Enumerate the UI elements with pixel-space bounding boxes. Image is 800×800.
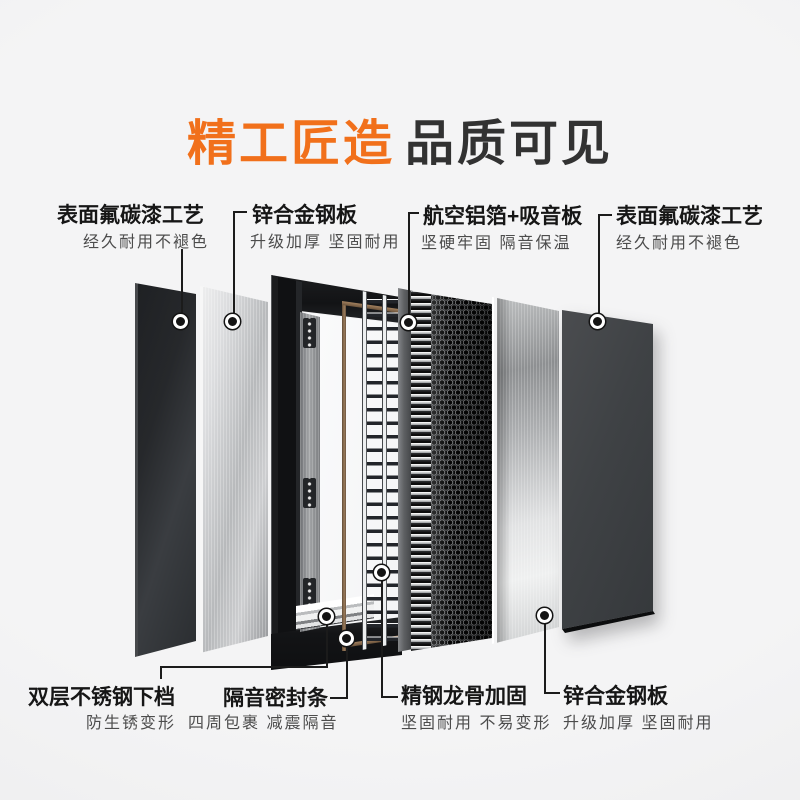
door-frame-left-bar [271,275,302,670]
callout-title: 精钢龙骨加固 [401,685,527,708]
page-title: 精工匠造品质可见 [0,104,800,175]
sound-seal-strip-left [342,302,346,651]
honeycomb-acoustic-panel [411,291,492,651]
callout-line [160,666,162,679]
zinc-alloy-steel-panel-left [200,286,268,653]
callout-dot [173,314,188,329]
callout-line [544,692,560,694]
callout-subtitle: 经久耐用不褪色 [616,235,743,252]
hinge-strip [300,312,320,632]
hinge-icon [303,578,316,608]
callout-line [381,578,383,698]
callout-line [346,645,348,699]
panel-face [562,310,653,629]
fluorocarbon-panel-right [557,308,656,633]
honeycomb-cells [431,291,492,651]
steel-keel-grid [362,291,404,650]
callout-subtitle: 坚硬牢固 隔音保温 [421,235,572,252]
callout-line [326,622,328,668]
callout-title: 表面氟碳漆工艺 [57,204,204,227]
callout-subtitle: 防生锈变形 [86,715,177,732]
honeycomb-cut-edge [411,291,433,651]
callout-title: 双层不锈钢下档 [28,686,175,709]
callout-title: 锌合金钢板 [252,204,357,227]
fluorocarbon-panel-left [135,283,196,657]
callout-line [408,212,410,317]
callout-title: 航空铝箔+吸音板 [423,205,583,228]
callout-line [181,249,183,317]
callout-line [381,696,398,698]
page-title-highlight: 精工匠造 [186,117,395,171]
callout-title: 隔音密封条 [223,687,328,710]
callout-dot [225,314,240,329]
callout-dot [537,608,552,623]
callout-line [408,212,419,214]
callout-dot [590,314,605,329]
callout-subtitle: 经久耐用不褪色 [83,234,210,251]
aluminum-foil-layer [398,288,413,652]
callout-dot [339,631,354,646]
zinc-alloy-steel-panel-right [492,297,559,644]
callout-dot [319,609,334,624]
callout-dot [401,315,416,330]
callout-line [598,214,612,216]
callout-title: 锌合金钢板 [563,685,668,708]
callout-line [330,697,348,699]
callout-subtitle: 升级加厚 坚固耐用 [563,715,714,732]
callout-title: 表面氟碳漆工艺 [616,205,763,228]
callout-line [233,211,247,213]
callout-dot [374,565,389,580]
callout-line [233,211,235,316]
page-title-rest: 品质可见 [405,117,614,171]
hinge-icon [303,478,316,508]
callout-subtitle: 坚固耐用 不易变形 [401,715,552,732]
callout-subtitle: 升级加厚 坚固耐用 [250,234,401,251]
callout-line [598,214,600,316]
hinge-icon [303,318,316,348]
callout-line [160,666,328,668]
callout-line [544,622,546,694]
callout-subtitle: 四周包裹 减震隔音 [188,715,339,732]
